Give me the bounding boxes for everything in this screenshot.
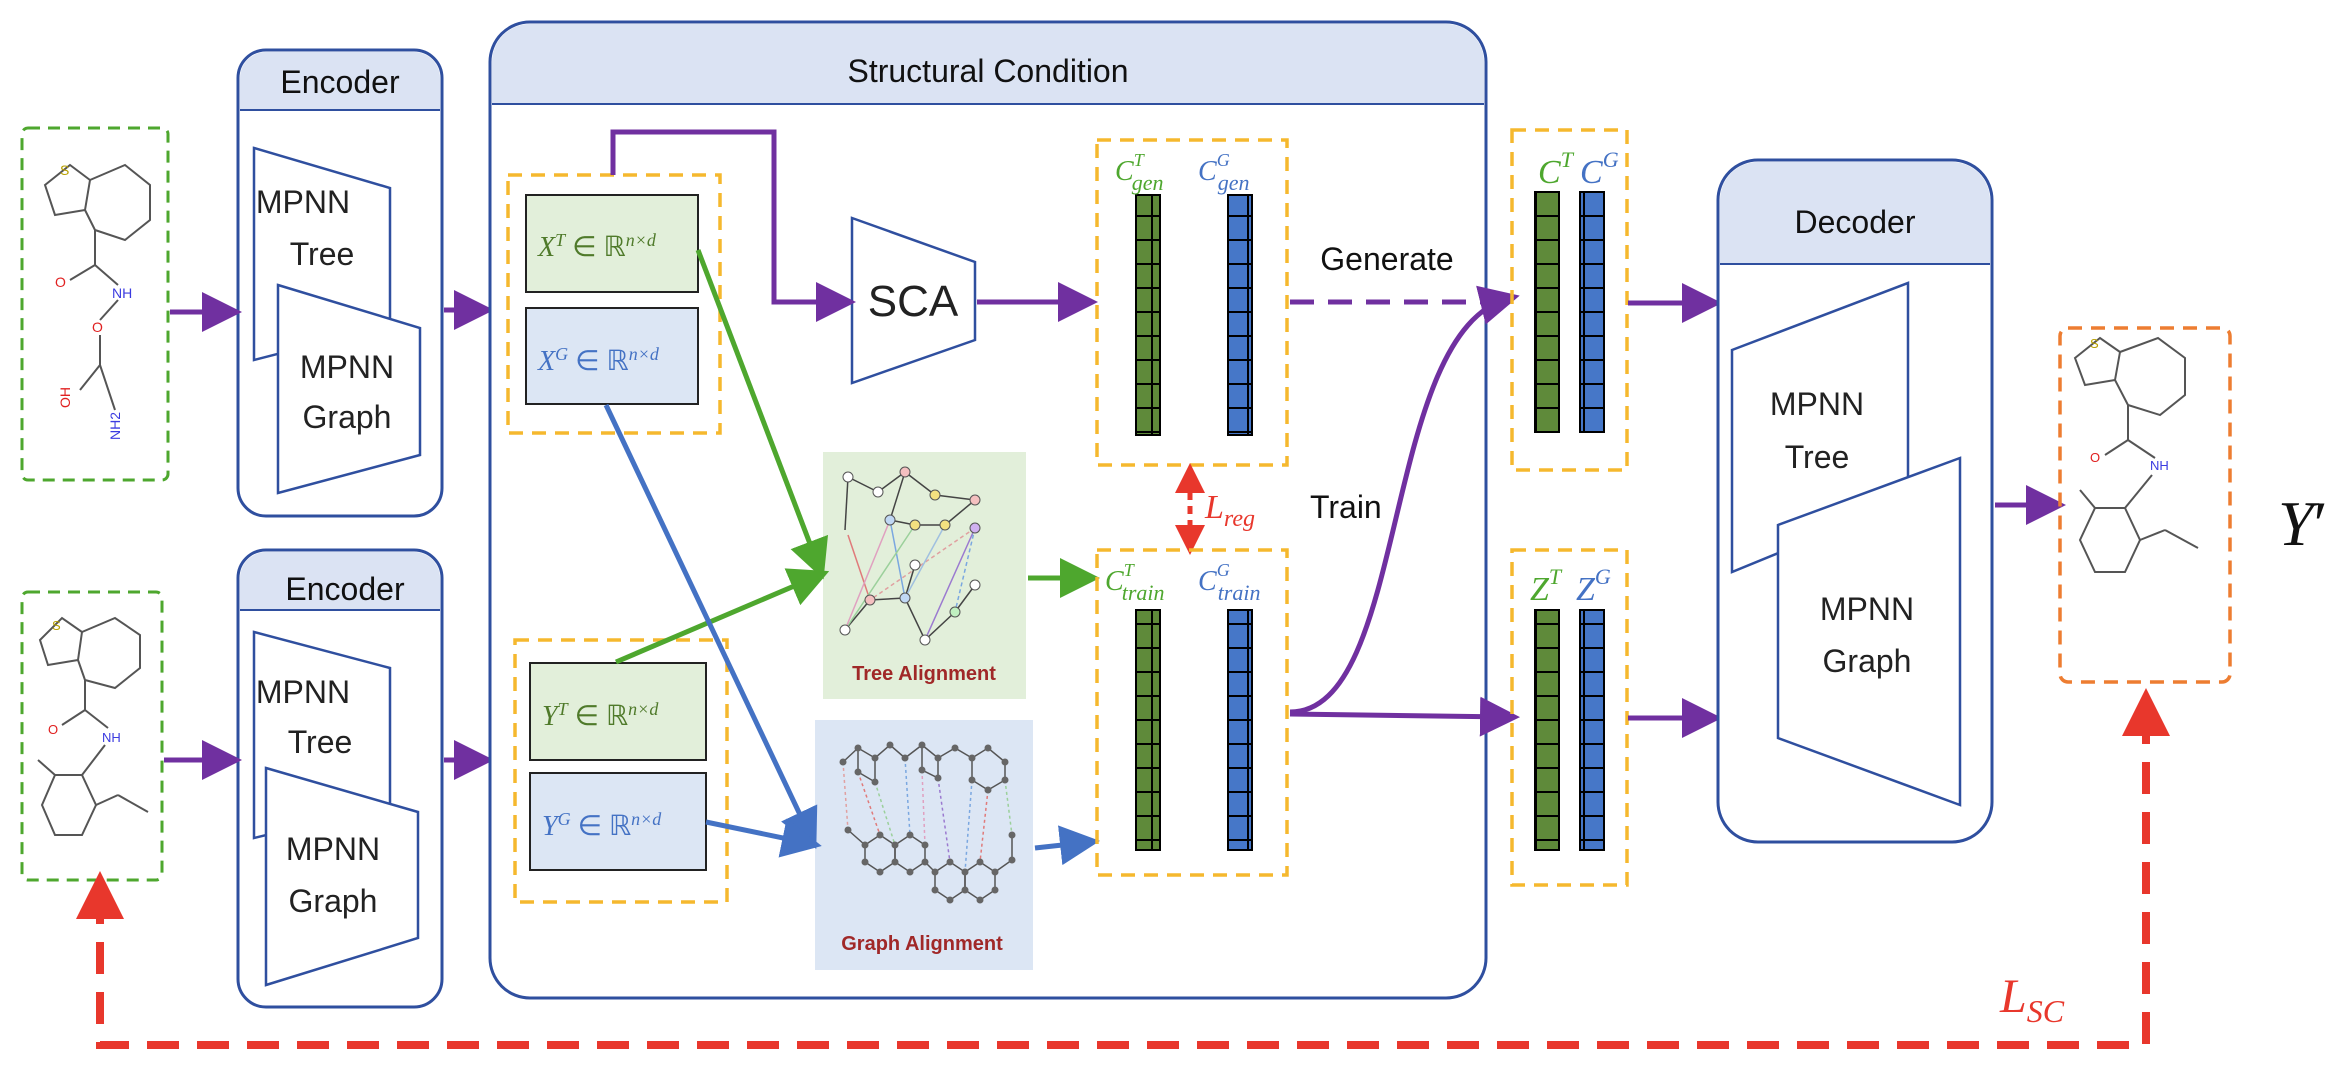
l-sc-loss-path <box>76 688 2170 1049</box>
arrow-ctrain-to-z <box>1289 696 1520 737</box>
c-train-tree-vector <box>1135 609 1161 851</box>
atom-label: NH <box>2150 458 2169 473</box>
decoder-title: Decoder <box>1795 204 1916 240</box>
c-output: CT CG <box>1510 128 1629 472</box>
input-molecule-top: S O NH O OH NH2 <box>20 126 170 482</box>
decoder-header <box>1720 162 1990 264</box>
atom-label: S <box>60 162 69 178</box>
encoder-bottom-graph-label-2: Graph <box>289 883 378 919</box>
atom-label: NH <box>102 730 121 745</box>
decoder-graph-label-2: Graph <box>1823 643 1912 679</box>
encoder-top-tree-label-1: MPNN <box>256 184 350 220</box>
decoder-tree-label-1: MPNN <box>1770 386 1864 422</box>
atom-label: O <box>2090 450 2100 465</box>
c-gen-graph-vector <box>1227 194 1253 436</box>
encoder-bottom-graph-label-1: MPNN <box>286 831 380 867</box>
encoder-top-mpnn-graph <box>276 283 422 495</box>
tree-alignment-graphic <box>844 471 976 641</box>
arrow-ytree-to-tree-alignment <box>615 568 830 665</box>
atom-label: NH <box>112 285 132 301</box>
encoder-bottom-title: Encoder <box>285 571 405 607</box>
x-tree-box <box>525 194 699 293</box>
atom-label: OH <box>57 387 73 408</box>
decoder-graph-label-1: MPNN <box>1820 591 1914 627</box>
output-molecule: S O NH <box>2058 326 2232 684</box>
encoder-top: Encoder MPNN Tree MPNN Graph <box>236 48 444 518</box>
z-output-graph-vector <box>1579 609 1605 851</box>
atom-label: O <box>92 319 103 335</box>
l-sc-label: LSC <box>1999 970 2065 1029</box>
encoder-bottom-tree-label-1: MPNN <box>256 674 350 710</box>
structural-condition-title: Structural Condition <box>847 53 1128 89</box>
x-graph-label: XG ∈ ℝn×d <box>537 344 660 377</box>
decoder-tree-label-2: Tree <box>1785 439 1850 475</box>
c-train-graph-vector <box>1227 609 1253 851</box>
tree-alignment-label: Tree Alignment <box>852 663 996 685</box>
z-output-tree-label: ZT <box>1530 564 1563 608</box>
input-molecule-top-frame <box>20 126 170 482</box>
z-output-tree-vector <box>1534 609 1560 851</box>
train-label: Train <box>1310 489 1382 525</box>
sca-block <box>850 216 977 385</box>
tree-alignment-nodes <box>839 466 981 646</box>
input-molecule-bottom: S O NH <box>20 590 164 882</box>
atom-label: NH2 <box>107 412 123 440</box>
z-output: ZT ZG <box>1510 548 1629 887</box>
encoder-bottom: Encoder MPNN Tree MPNN Graph <box>236 548 444 1009</box>
x-graph-box <box>525 307 699 405</box>
z-output-graph-label: ZG <box>1576 564 1611 608</box>
graph-alignment-label: Graph Alignment <box>841 933 1003 955</box>
encoder-bottom-tree-label-2: Tree <box>288 724 353 760</box>
c-output-graph-vector <box>1579 191 1605 433</box>
atom-label: S <box>52 618 61 633</box>
encoder-top-tree-label-2: Tree <box>290 236 355 272</box>
atom-label: O <box>48 722 58 737</box>
l-reg-label: Lreg <box>1204 489 1255 532</box>
arrow-xtree-to-tree-alignment <box>695 249 829 580</box>
arrow-x-to-sca <box>610 129 856 322</box>
c-output-tree-label: CT <box>1538 147 1575 191</box>
c-output-tree-vector <box>1534 191 1560 433</box>
c-output-frame <box>1510 128 1629 472</box>
decoder: Decoder MPNN Tree MPNN Graph <box>1716 158 1994 844</box>
tree-alignment-panel <box>823 452 1026 699</box>
x-tree-label: XT ∈ ℝn×d <box>537 230 657 263</box>
atom-label: O <box>55 274 66 290</box>
atom-label: S <box>2090 336 2099 351</box>
output-molecule-frame <box>2058 326 2232 684</box>
sca-label: SCA <box>868 277 959 326</box>
c-gen-tree-vector <box>1135 194 1161 436</box>
structural-condition-header <box>492 24 1484 104</box>
encoder-top-title: Encoder <box>280 64 400 100</box>
encoder-top-header <box>240 52 440 110</box>
output-label: Y′ <box>2278 488 2328 559</box>
encoder-bottom-header <box>240 552 440 610</box>
generate-label: Generate <box>1320 241 1453 277</box>
c-output-graph-label: CG <box>1580 147 1619 191</box>
encoder-top-graph-label-1: MPNN <box>300 349 394 385</box>
encoder-top-graph-label-2: Graph <box>303 399 392 435</box>
